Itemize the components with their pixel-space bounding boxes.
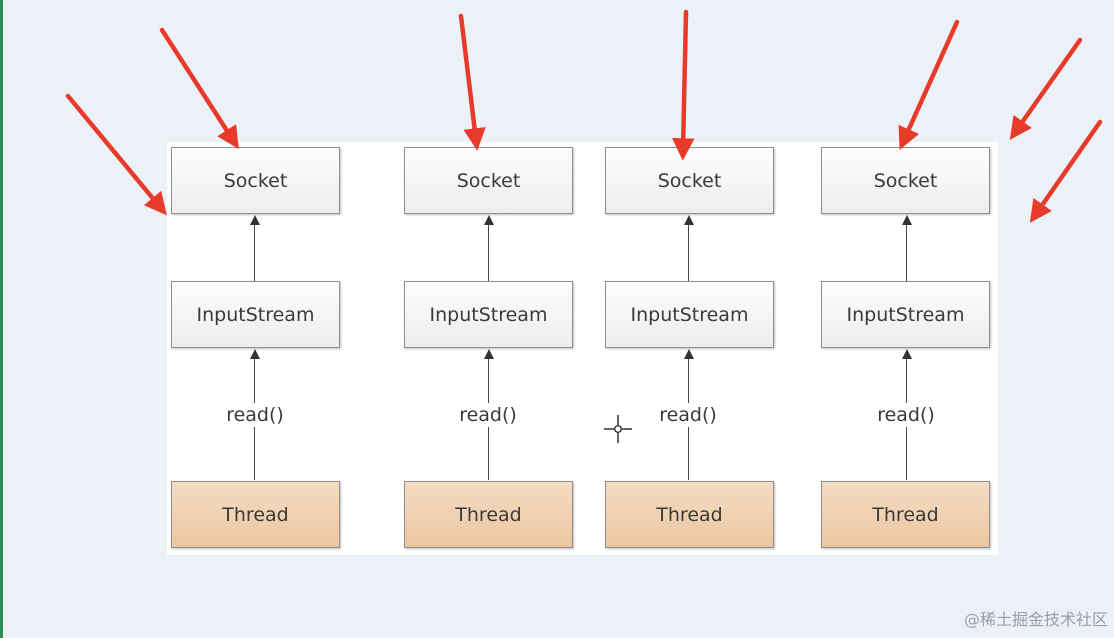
diagram-panel: Socket InputStream read() Thread Socket … — [167, 142, 998, 555]
inputstream-box: InputStream — [605, 281, 774, 348]
thread-box: Thread — [171, 481, 340, 548]
socket-connector — [488, 224, 489, 281]
arrowhead-icon — [250, 215, 260, 225]
crosshair-cursor-icon — [604, 415, 632, 443]
red-arrow-icon — [65, 93, 167, 216]
red-arrow-icon — [1029, 119, 1103, 223]
arrowhead-icon — [684, 215, 694, 225]
thread-box: Thread — [404, 481, 573, 548]
socket-connector — [906, 224, 907, 281]
read-call-label: read() — [856, 403, 956, 427]
watermark: @稀土掘金技术社区 — [963, 610, 1108, 629]
read-call-label: read() — [205, 403, 305, 427]
socket-box: Socket — [821, 147, 990, 214]
window-edge-strip — [0, 0, 3, 638]
socket-connector — [254, 224, 255, 281]
arrowhead-icon — [902, 349, 912, 359]
socket-connector — [688, 224, 689, 281]
inputstream-box: InputStream — [821, 281, 990, 348]
arrowhead-icon — [684, 349, 694, 359]
socket-box: Socket — [171, 147, 340, 214]
socket-box: Socket — [404, 147, 573, 214]
red-arrow-icon — [1009, 37, 1083, 140]
red-arrow-icon — [159, 27, 239, 150]
arrowhead-icon — [902, 215, 912, 225]
arrowhead-icon — [484, 349, 494, 359]
read-call-label: read() — [438, 403, 538, 427]
red-arrow-icon — [458, 13, 486, 151]
arrowhead-icon — [484, 215, 494, 225]
red-arrow-icon — [672, 9, 695, 161]
thread-box: Thread — [605, 481, 774, 548]
arrowhead-icon — [250, 349, 260, 359]
inputstream-box: InputStream — [171, 281, 340, 348]
read-call-label: read() — [638, 403, 738, 427]
red-arrow-icon — [898, 19, 960, 150]
inputstream-box: InputStream — [404, 281, 573, 348]
thread-box: Thread — [821, 481, 990, 548]
